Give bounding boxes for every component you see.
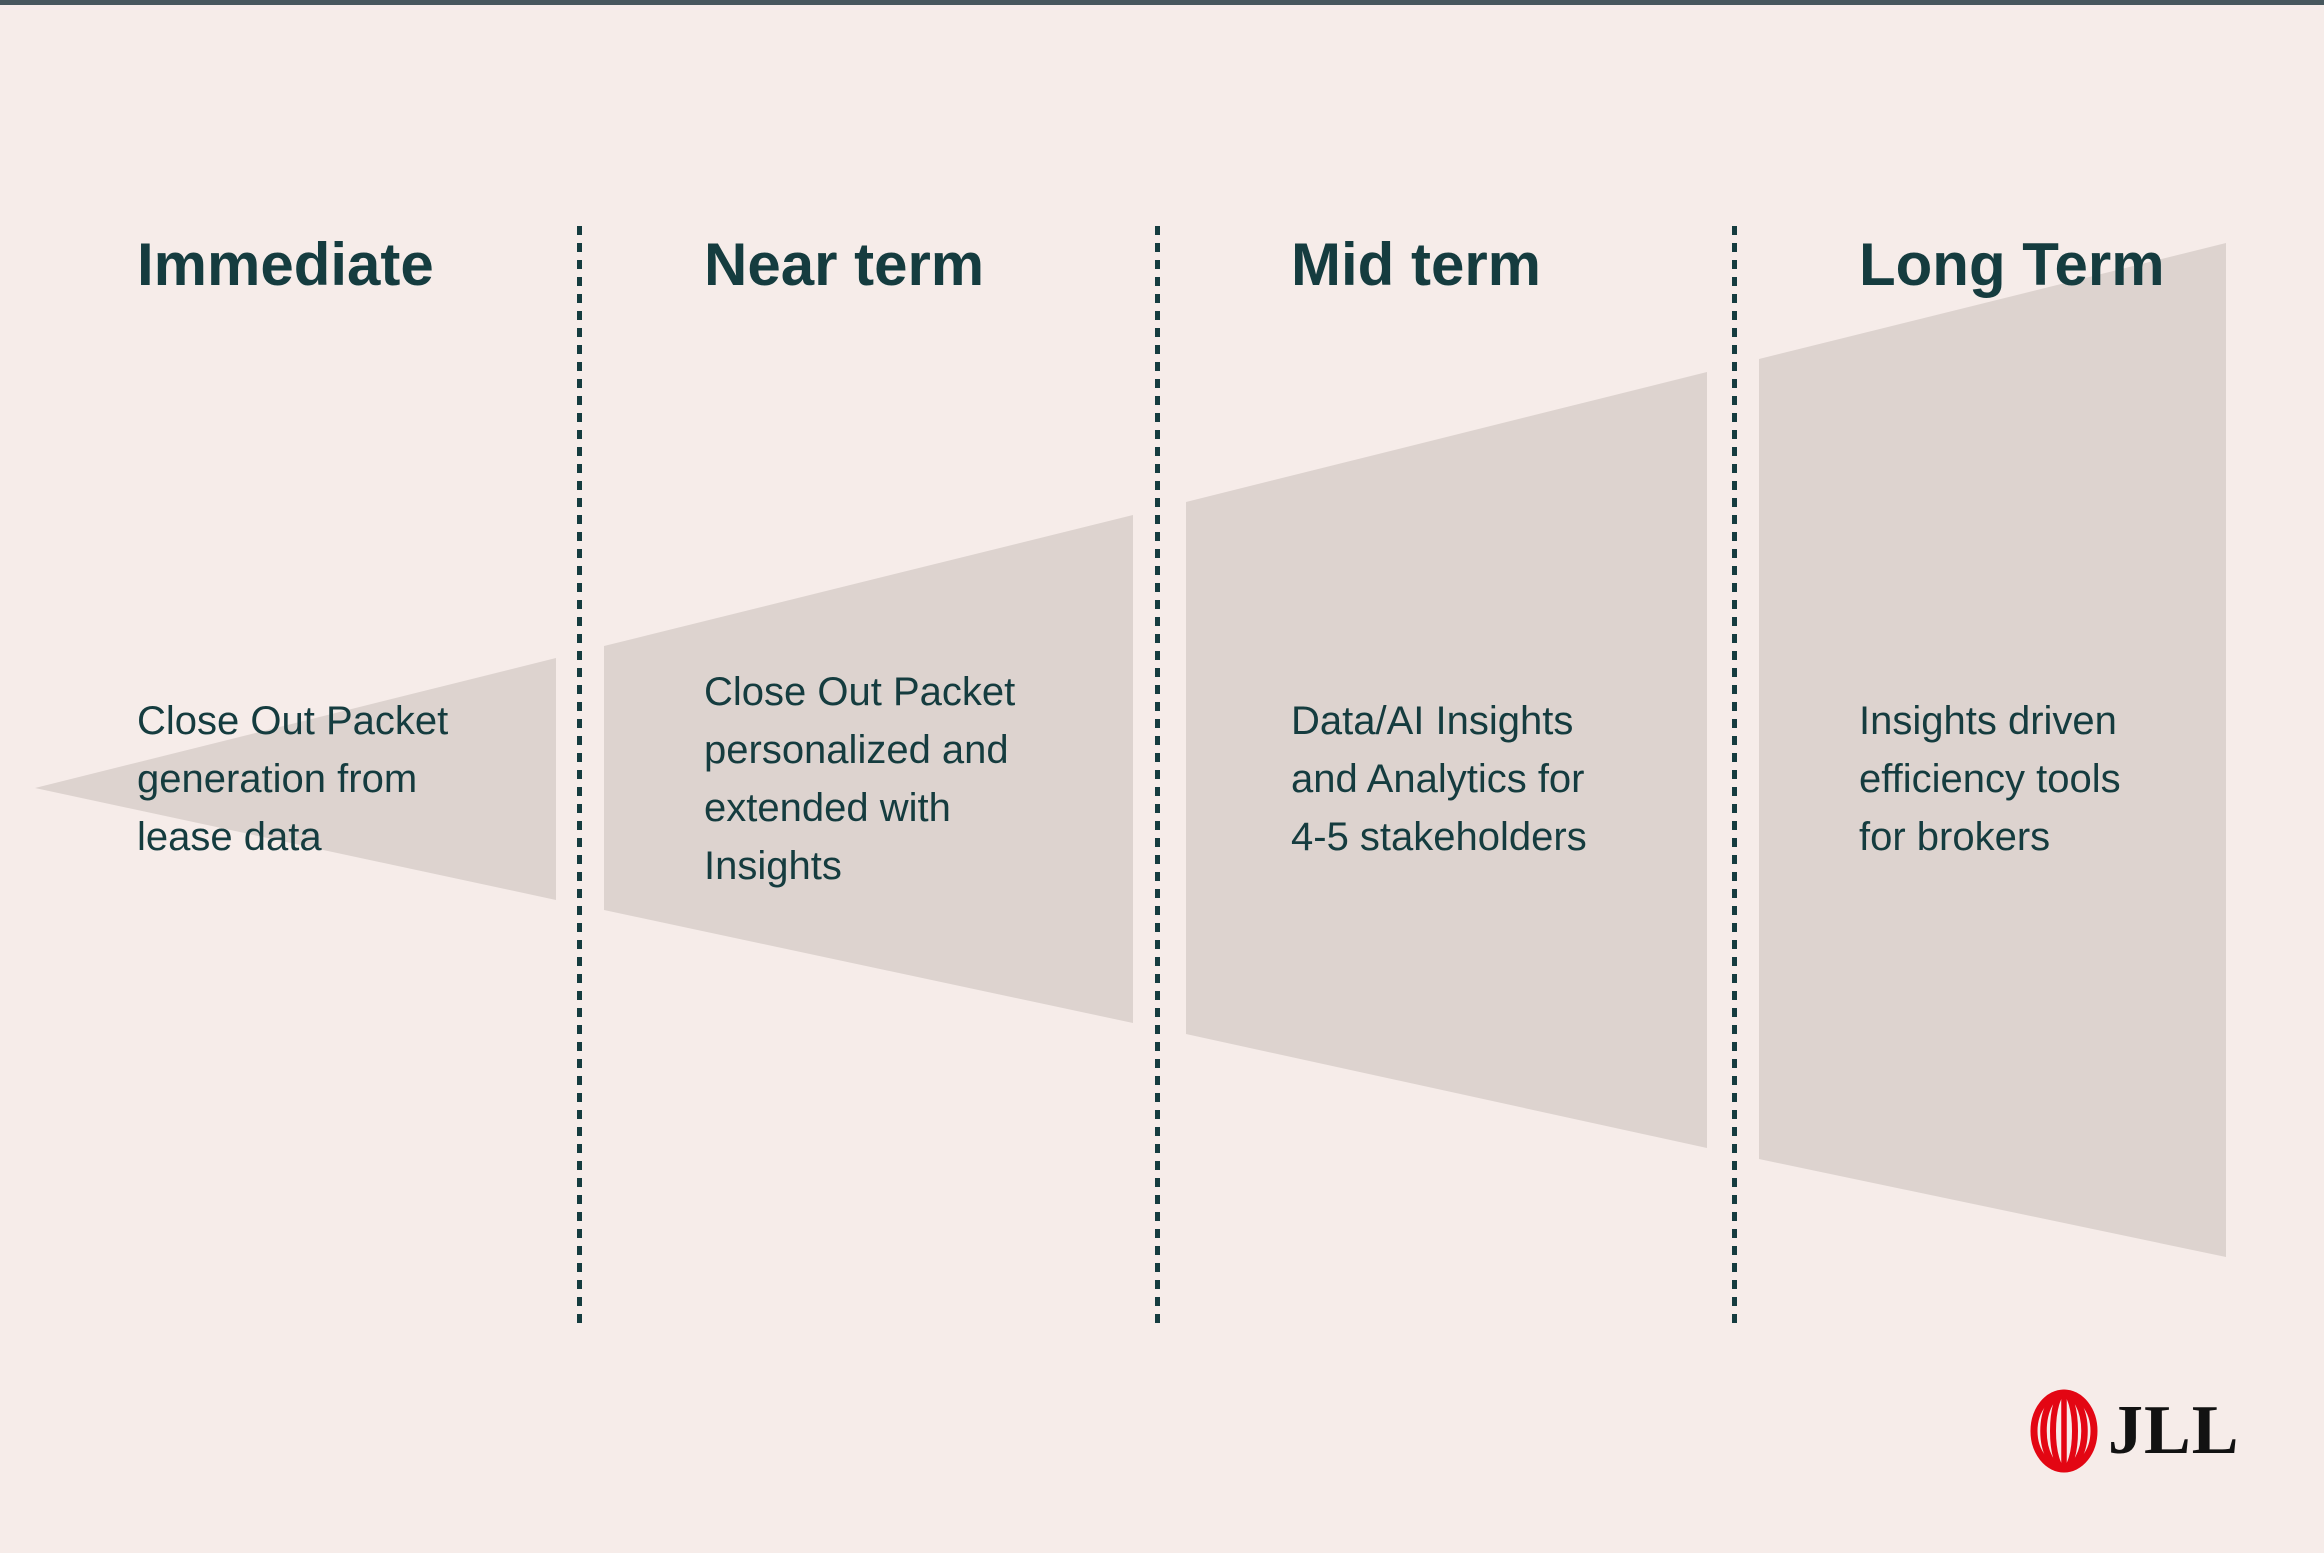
column-body-long-term: Insights driven efficiency tools for bro… bbox=[1859, 699, 2121, 859]
column-title-near-term: Near term bbox=[704, 231, 985, 298]
jll-logo: JLL bbox=[2030, 1389, 2239, 1473]
column-divider-2 bbox=[1155, 226, 1160, 1330]
funnel-segment-immediate bbox=[35, 658, 556, 900]
column-body-immediate: Close Out Packet generation from lease d… bbox=[137, 699, 449, 859]
column-title-mid-term: Mid term bbox=[1291, 231, 1542, 298]
column-body-mid-term: Data/AI Insights and Analytics for 4-5 s… bbox=[1291, 699, 1587, 859]
top-accent-bar bbox=[0, 0, 2324, 5]
funnel-segment-mid-term bbox=[1186, 372, 1707, 1148]
column-body-near-term: Close Out Packet personalized and extend… bbox=[704, 670, 1016, 888]
funnel-segment-near-term bbox=[604, 515, 1133, 1023]
column-title-immediate: Immediate bbox=[137, 231, 434, 298]
funnel-segment-long-term bbox=[1759, 243, 2226, 1257]
column-divider-1 bbox=[577, 226, 582, 1330]
jll-wordmark: JLL bbox=[2108, 1392, 2240, 1469]
column-divider-3 bbox=[1732, 226, 1737, 1330]
column-title-long-term: Long Term bbox=[1859, 231, 2165, 298]
jll-globe-icon bbox=[2030, 1389, 2098, 1473]
